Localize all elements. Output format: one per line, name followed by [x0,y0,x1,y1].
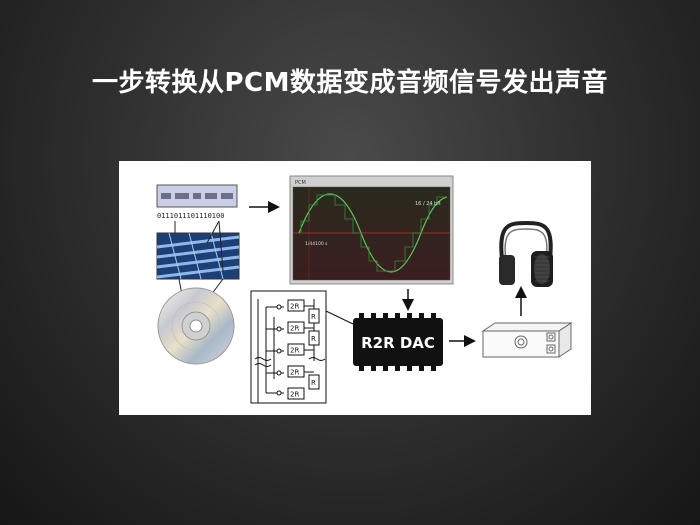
resistor-2r-label: 2R [290,391,299,399]
binary-digits: 0111011101110100 [157,212,224,220]
amplifier-box [481,322,573,358]
pcm-waveform-window [289,175,454,285]
r2r-dac-chip [353,313,443,371]
diagram-panel: 0111011101110100 PCM 16 / 24 bit 1/44100… [119,161,591,415]
resistor-2r-label: 2R [290,347,299,355]
r2r-ladder-schematic [250,290,354,404]
dac-label: R2R DAC [361,334,435,352]
resistor-2r-label: 2R [290,325,299,333]
bit-depth-label: 16 / 24 bit [415,201,441,207]
sample-rate-label: 1/44100 s [305,241,328,247]
pcm-label: PCM [295,180,306,186]
resistor-r-label: R [311,313,316,321]
resistor-r-label: R [311,335,316,343]
cd-surface-closeup [156,232,240,280]
resistor-2r-label: 2R [290,303,299,311]
cd-disc [157,287,235,365]
signal-chain-diagram: 0111011101110100 PCM 16 / 24 bit 1/44100… [156,175,573,404]
cd-pit-strip [156,184,238,208]
resistor-r-label: R [311,379,316,387]
resistor-2r-label: 2R [290,369,299,377]
headphones [499,220,553,287]
slide-title: 一步转换从PCM数据变成音频信号发出声音 [91,68,608,98]
